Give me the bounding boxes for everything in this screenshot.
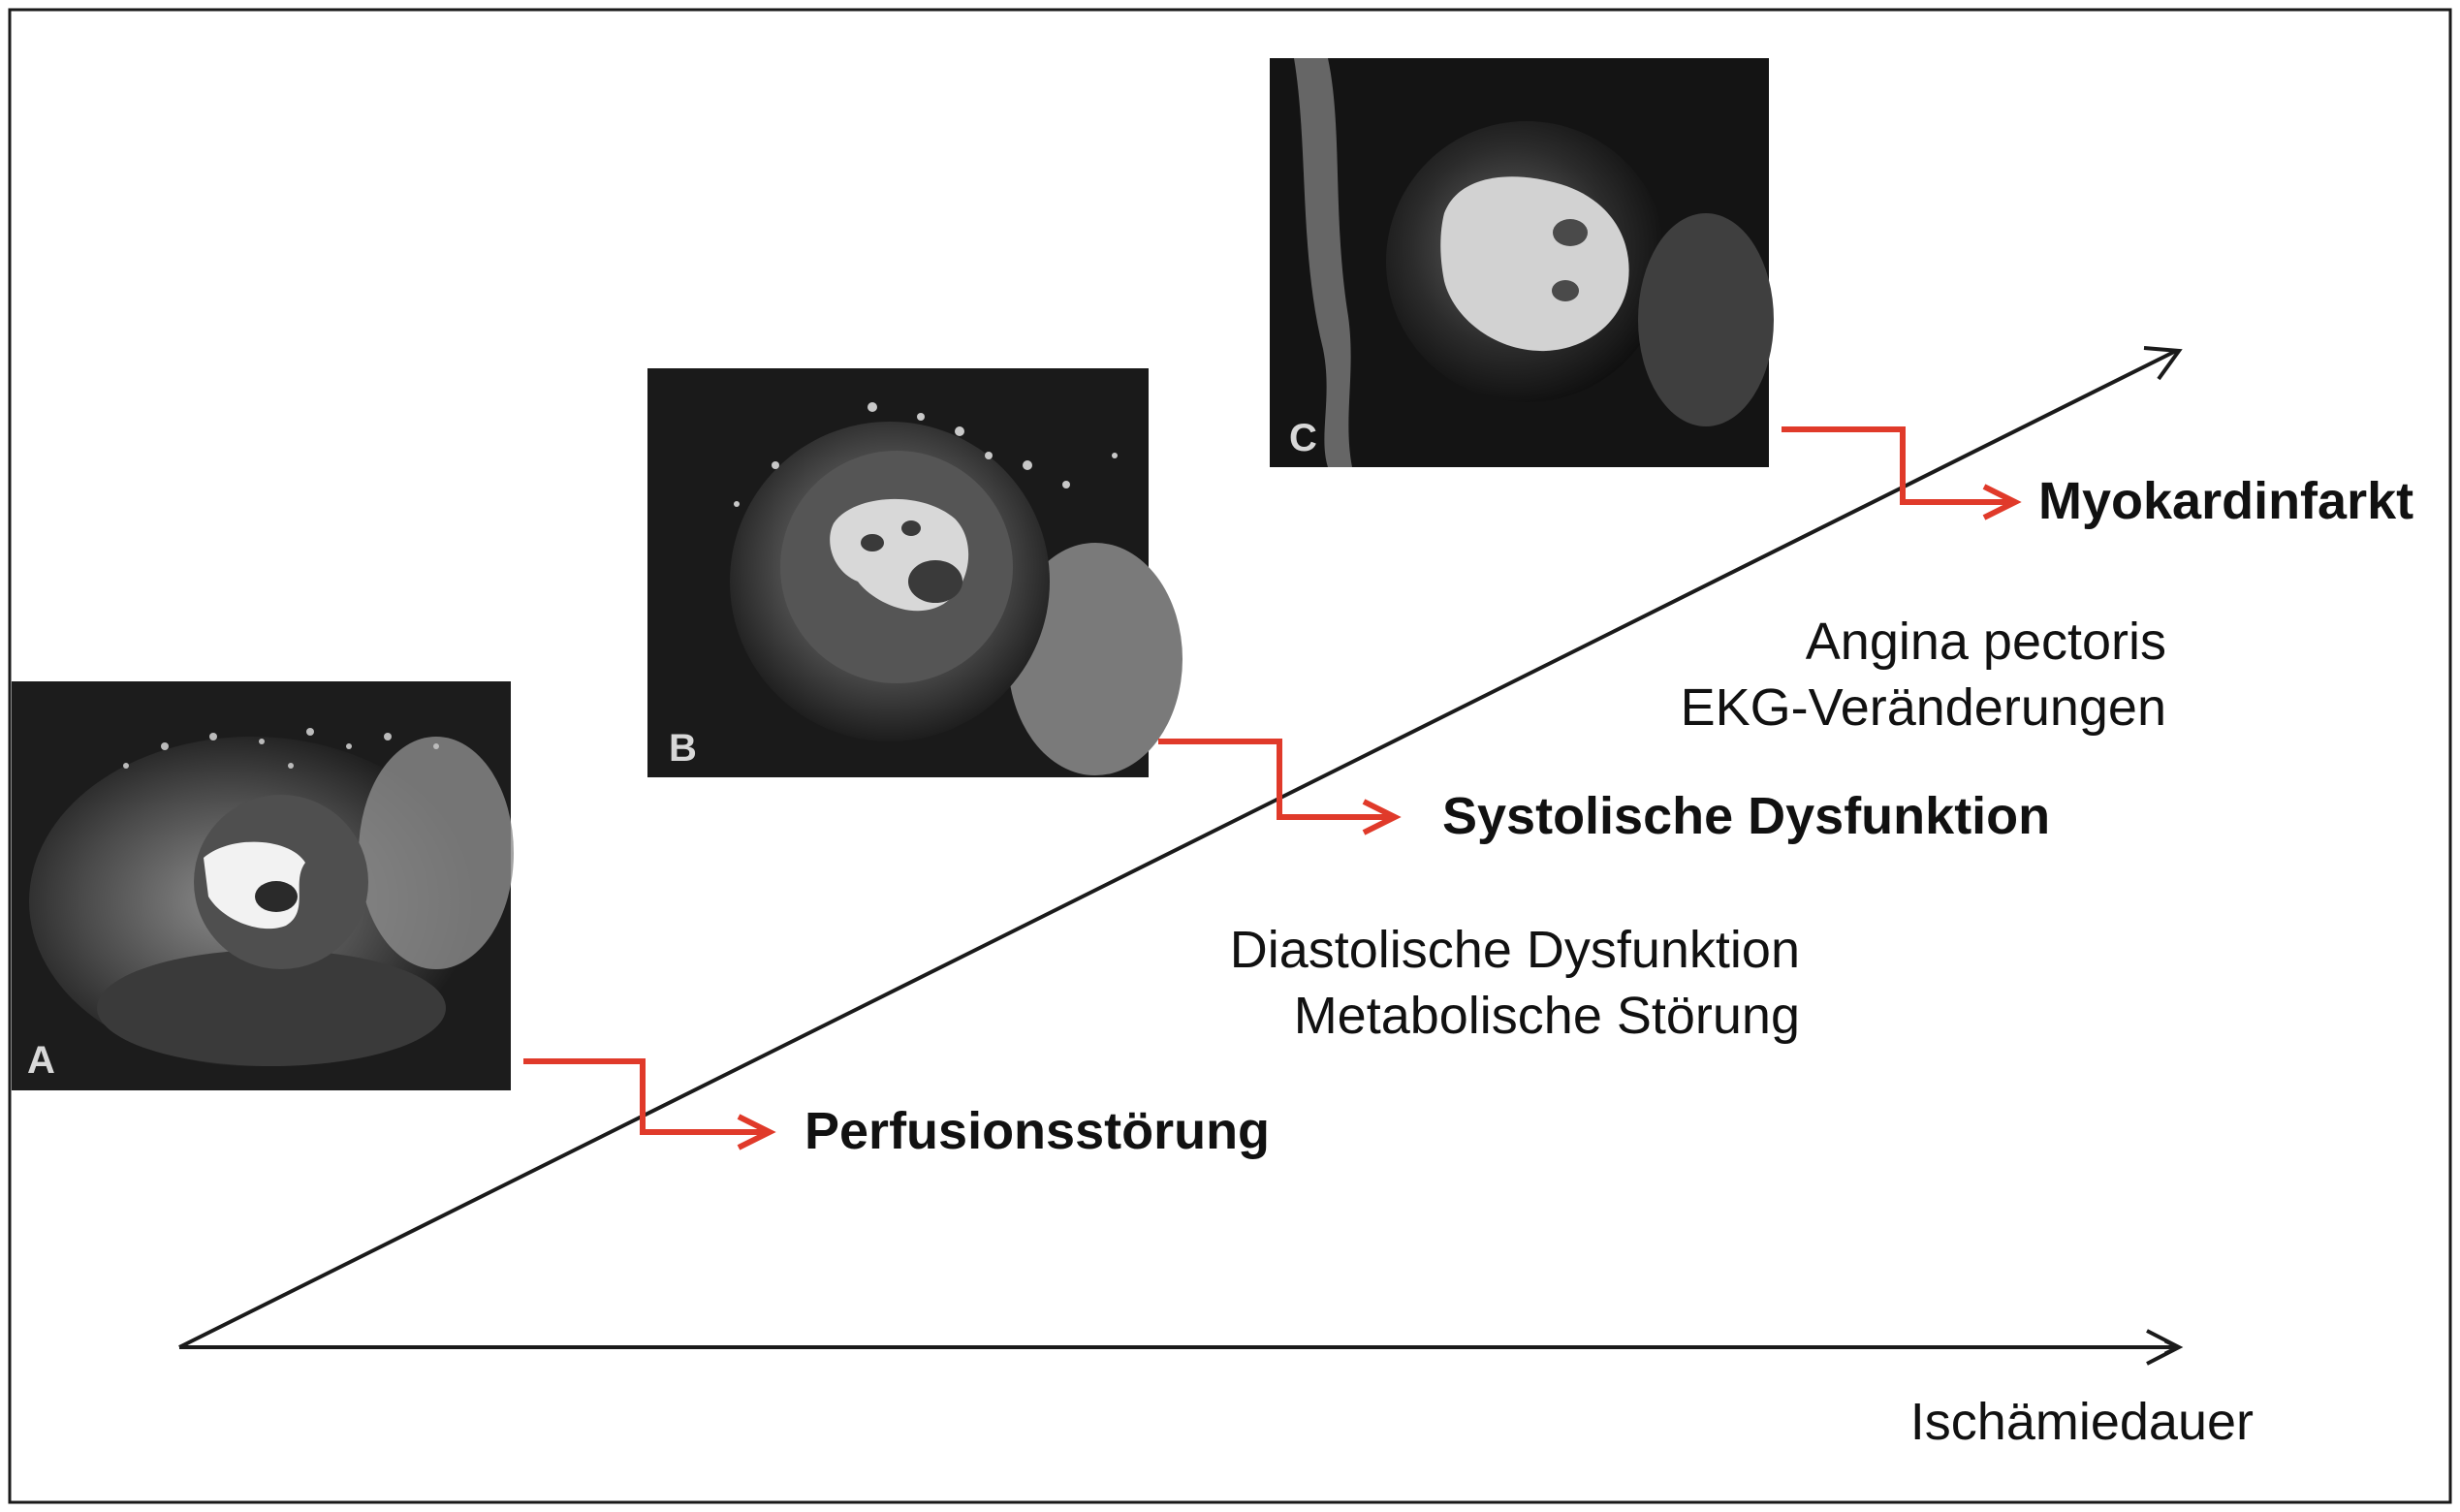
figure-border — [8, 8, 2452, 1504]
mri-panel-b: B — [647, 368, 1183, 777]
panel-a-letter: A — [27, 1039, 55, 1082]
finding-ecg: EKG-Veränderungen — [1681, 678, 2166, 737]
time-axis-label: Ischämiedauer — [1910, 1393, 2254, 1451]
stage-infarct-label: Myokardinfarkt — [2038, 472, 2413, 530]
panel-c-letter: C — [1289, 417, 1317, 459]
severity-axis-arrowhead-icon — [2143, 346, 2183, 381]
connector-b — [1158, 739, 1402, 835]
connector-c — [1782, 426, 2022, 520]
connector-a — [523, 1058, 776, 1150]
mri-panel-a: A — [12, 681, 514, 1090]
panel-b-letter: B — [669, 727, 697, 770]
severity-axis — [178, 349, 2177, 1349]
stage-systolic-label: Systolische Dysfunktion — [1442, 787, 2050, 845]
finding-diastolic: Diastolische Dysfunktion — [1230, 921, 1800, 979]
finding-angina: Angina pectoris — [1806, 613, 2166, 671]
stage-perfusion-label: Perfusionsstörung — [804, 1102, 1270, 1160]
mri-panel-c: C — [1270, 58, 1774, 467]
time-axis-arrowhead-icon — [2146, 1329, 2184, 1366]
finding-metabolic: Metabolische Störung — [1294, 987, 1800, 1045]
